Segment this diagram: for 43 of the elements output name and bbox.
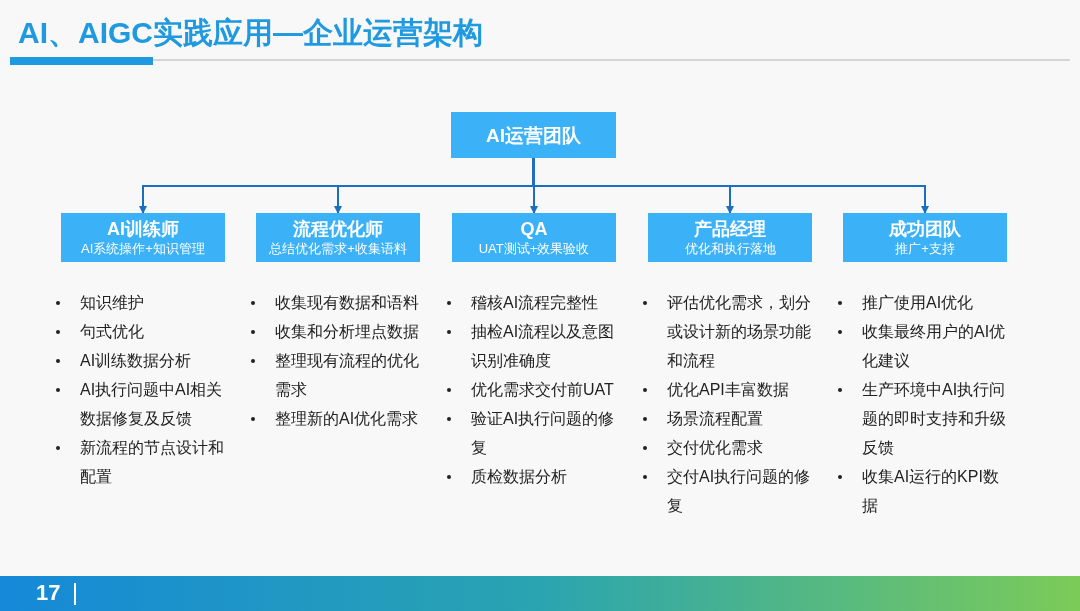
- list-item: 收集最终用户的AI优化建议: [862, 322, 1007, 371]
- list-item: 优化API丰富数据: [667, 380, 790, 400]
- list-item: 整理现有流程的优化需求: [275, 351, 420, 400]
- page-title: AI、AIGC实践应用—企业运营架构: [18, 15, 483, 51]
- role-box: [452, 213, 616, 262]
- list-item: 交付AI执行问题的修复: [667, 467, 812, 516]
- list-item: 整理新的AI优化需求: [275, 409, 420, 429]
- role-box: [256, 213, 420, 262]
- list-item: 交付优化需求: [667, 438, 764, 458]
- role-title: AI训练师: [107, 218, 179, 240]
- role-box: [843, 213, 1007, 262]
- role-title: AI运营团队: [486, 124, 581, 146]
- list-item: AI训练数据分析: [80, 351, 193, 371]
- role-box: [648, 213, 812, 262]
- list-item: 收集和分析埋点数据: [275, 322, 420, 342]
- list-item: 场景流程配置: [667, 409, 764, 429]
- connector-arrow: [532, 157, 929, 214]
- list-item: 抽检AI流程以及意图识别准确度: [471, 322, 616, 371]
- list-item: 推广使用AI优化: [862, 293, 975, 313]
- role-title: 流程优化师: [293, 218, 383, 240]
- list-item: AI执行问题中AI相关数据修复及反馈: [80, 380, 224, 429]
- role-subtitle: 总结优化需求+收集语料: [269, 239, 407, 257]
- role-box: [61, 213, 225, 262]
- role-subtitle: AI系统操作+知识管理: [81, 239, 205, 257]
- role-subtitle: 优化和执行落地: [684, 239, 776, 257]
- role-subtitle: UAT测试+效果验收: [478, 239, 590, 257]
- list-item: 稽核AI流程完整性: [471, 293, 600, 313]
- team-box: [451, 112, 616, 158]
- list-item: 收集AI运行的KPI数据: [862, 467, 1000, 516]
- list-item: 生产环境中AI执行问题的即时支持和升级反馈: [862, 380, 1007, 458]
- role-title: QA: [520, 218, 548, 240]
- list-item: 评估优化需求，划分或设计新的场景功能和流程: [667, 293, 812, 371]
- role-title: 产品经理: [694, 218, 766, 240]
- role-subtitle: 推广+支持: [895, 239, 955, 257]
- list-item: 知识维护: [80, 293, 145, 313]
- list-item: 优化需求交付前UAT: [471, 380, 615, 400]
- list-item: 验证AI执行问题的修复: [471, 409, 616, 458]
- list-item: 收集现有数据和语料: [275, 293, 420, 313]
- list-item: 句式优化: [80, 322, 145, 342]
- list-item: 质检数据分析: [471, 467, 568, 487]
- list-item: 新流程的节点设计和配置: [80, 438, 225, 487]
- role-title: 成功团队: [889, 218, 961, 240]
- page-number: 17: [36, 579, 61, 607]
